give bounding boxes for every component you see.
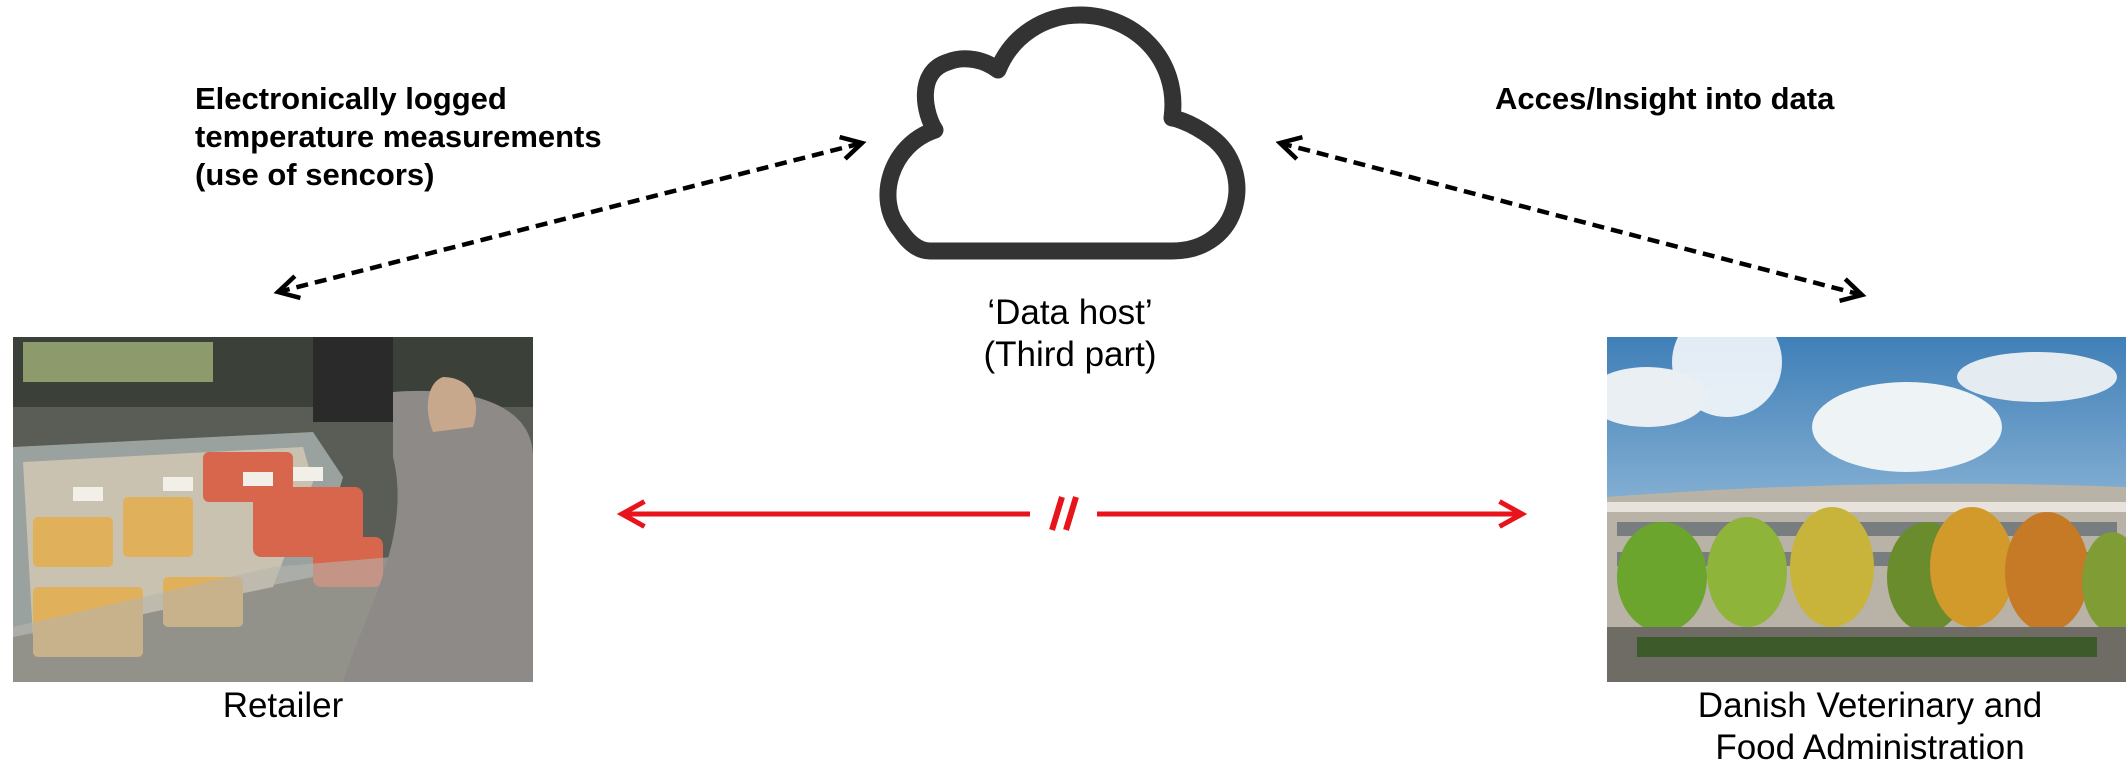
cloud-icon — [879, 6, 1246, 260]
left-annotation: Electronically logged temperature measur… — [195, 81, 602, 192]
data-host-subtitle: (Third part) — [983, 335, 1157, 374]
retailer-label: Retailer — [222, 686, 344, 725]
retailer-datahost-arrow — [278, 143, 862, 292]
datahost-authority-arrow — [1280, 143, 1862, 295]
data-host-title: ‘Data host’ — [987, 293, 1153, 332]
data-host-label: ‘Data host’ (Third part) — [880, 292, 1260, 376]
meat-counter-photo — [13, 337, 533, 682]
authority-label: Danish Veterinary and Food Administratio… — [1620, 685, 2120, 769]
no-link-break-icon — [1049, 496, 1079, 531]
authority-label-line1: Danish Veterinary and — [1697, 686, 2043, 725]
authority-label-line2: Food Administration — [1715, 728, 2025, 767]
administration-building-photo — [1607, 337, 2126, 682]
right-annotation: Acces/Insight into data — [1495, 81, 1835, 116]
